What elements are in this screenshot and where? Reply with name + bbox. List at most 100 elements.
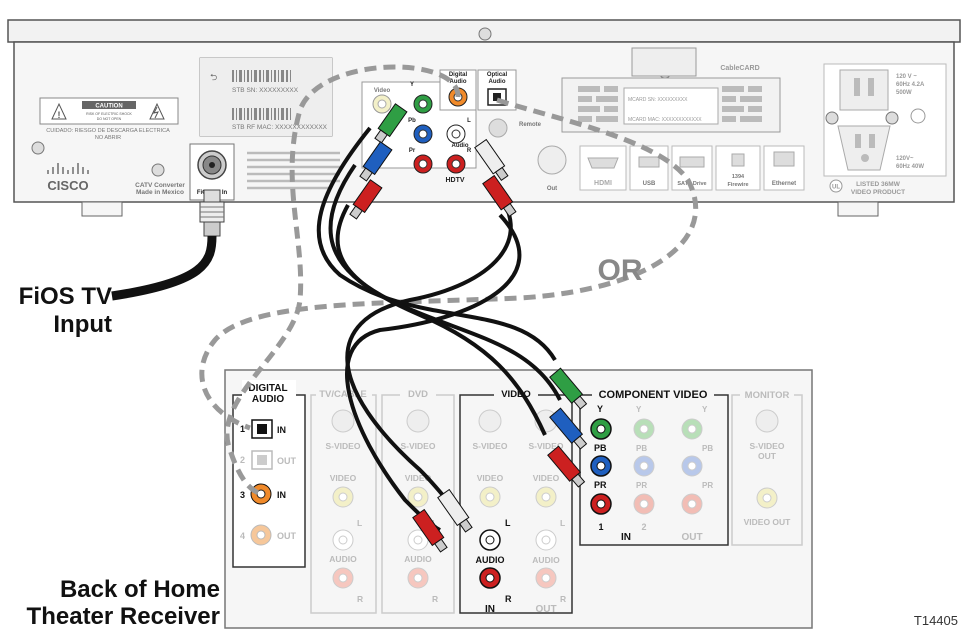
ground-icon	[911, 109, 925, 123]
svg-text:L: L	[560, 518, 565, 528]
svg-text:L: L	[357, 518, 362, 528]
svg-text:COMPONENT VIDEO: COMPONENT VIDEO	[599, 389, 708, 401]
svg-text:Audio: Audio	[452, 143, 469, 149]
svg-text:PB: PB	[636, 444, 647, 453]
svg-text:AUDIO: AUDIO	[532, 555, 560, 565]
svg-text:60Hz 40W: 60Hz 40W	[896, 164, 924, 170]
svg-text:MCARD SN: XXXXXXXXX: MCARD SN: XXXXXXXXX	[628, 97, 688, 103]
svg-text:PR: PR	[702, 481, 713, 490]
receiver-caption-line2: Theater Receiver	[0, 605, 220, 629]
svg-text:Pr: Pr	[409, 148, 416, 154]
svg-text:R: R	[432, 594, 438, 604]
svg-text:1394: 1394	[732, 174, 745, 180]
stb-optical-audio-port: Optical Audio	[478, 70, 516, 110]
svg-text:MONITOR: MONITOR	[745, 390, 790, 401]
svg-text:RISK OF ELECTRIC SHOCK: RISK OF ELECTRIC SHOCK	[86, 112, 132, 116]
svg-text:500W: 500W	[896, 90, 912, 96]
svg-text:DVD: DVD	[408, 389, 428, 400]
svg-text:VIDEO: VIDEO	[330, 473, 357, 483]
receiver-digital-audio-section: DIGITAL AUDIO 1 IN 2 OUT 3 IN 4 OUT	[233, 380, 305, 567]
or-label: OR	[598, 254, 643, 287]
svg-text:4: 4	[240, 531, 245, 541]
svg-text:Made in Mexico: Made in Mexico	[136, 189, 184, 196]
svg-text:IN: IN	[277, 490, 286, 500]
svg-text:AUDIO: AUDIO	[329, 554, 357, 564]
svg-text:Out: Out	[547, 186, 557, 192]
svg-text:Ethernet: Ethernet	[772, 181, 796, 187]
svg-text:VIDEO OUT: VIDEO OUT	[744, 517, 792, 527]
fios-tv-input-label: FiOS TV Input	[4, 285, 112, 337]
svg-text:R: R	[357, 594, 363, 604]
stb-rf-mac: STB RF MAC: XXXXXXXXXXXX	[232, 124, 328, 131]
svg-text:Firewire: Firewire	[727, 182, 748, 188]
power-section: 120 V ~ 60Hz 4.2A 500W 120V~ 60Hz 40W UL…	[824, 64, 946, 196]
svg-text:60Hz 4.2A: 60Hz 4.2A	[896, 82, 925, 88]
svg-text:DO NOT OPEN: DO NOT OPEN	[97, 117, 122, 121]
svg-text:1: 1	[240, 424, 245, 434]
svg-text:Remote: Remote	[519, 122, 542, 128]
svg-text:UL: UL	[832, 185, 840, 191]
svg-text:2: 2	[641, 522, 646, 532]
svg-text:L: L	[505, 518, 511, 528]
svg-text:MCARD MAC: XXXXXXXXXXXX: MCARD MAC: XXXXXXXXXXXX	[628, 117, 702, 123]
svg-text:Y: Y	[636, 405, 642, 414]
svg-text:CISCO: CISCO	[47, 178, 88, 193]
svg-text:DIGITAL: DIGITAL	[248, 383, 287, 394]
svg-text:PB: PB	[702, 444, 713, 453]
svg-text:Pb: Pb	[408, 118, 416, 124]
svg-text:IN: IN	[485, 604, 495, 615]
svg-text:S-VIDEO: S-VIDEO	[326, 441, 361, 451]
svg-text:R: R	[505, 594, 512, 604]
svg-text:Video: Video	[374, 88, 391, 94]
fios-label-line2: Input	[4, 313, 112, 337]
svg-text:HDTV: HDTV	[445, 177, 464, 184]
svg-text:VIDEO: VIDEO	[533, 473, 560, 483]
svg-text:Optical: Optical	[487, 72, 508, 78]
cuidado-text: CUIDADO: RIESGO DE DESCARGA ELECTRICA	[46, 128, 170, 134]
svg-text:USB: USB	[643, 181, 656, 187]
svg-text:OUT: OUT	[277, 531, 297, 541]
svg-text:HDMI: HDMI	[594, 180, 612, 187]
home-theater-receiver: DIGITAL AUDIO 1 IN 2 OUT 3 IN 4 OUT TV/C…	[225, 370, 812, 628]
figure-id: T14405	[914, 613, 958, 628]
svg-text:R: R	[560, 594, 566, 604]
svg-text:LISTED 36MW: LISTED 36MW	[856, 181, 901, 188]
svg-text:Y: Y	[597, 404, 603, 414]
svg-text:Audio: Audio	[489, 79, 506, 85]
svg-text:IN: IN	[621, 532, 631, 543]
svg-text:1: 1	[598, 522, 603, 532]
svg-text:AUDIO: AUDIO	[252, 394, 284, 405]
svg-text:OUT: OUT	[681, 532, 702, 543]
svg-text:VIDEO PRODUCT: VIDEO PRODUCT	[851, 189, 905, 196]
svg-text:S-VIDEO: S-VIDEO	[401, 441, 436, 451]
svg-text:IN: IN	[277, 425, 286, 435]
receiver-caption: Back of Home Theater Receiver	[0, 578, 220, 629]
svg-text:Audio: Audio	[450, 79, 467, 85]
svg-text:VIDEO: VIDEO	[477, 473, 504, 483]
svg-text:NO ABRIR: NO ABRIR	[95, 135, 121, 141]
svg-text:!: !	[58, 110, 61, 120]
svg-text:PR: PR	[594, 480, 607, 490]
svg-text:2: 2	[240, 455, 245, 465]
svg-text:OUT: OUT	[758, 451, 777, 461]
caution-title: CAUTION	[95, 104, 122, 110]
svg-text:AUDIO: AUDIO	[404, 554, 432, 564]
svg-text:Y: Y	[702, 405, 708, 414]
stb-serial-label: ⮌ STB SN: XXXXXXXXX STB RF MAC	[200, 58, 332, 136]
set-top-box: CAUTION RISK OF ELECTRIC SHOCK DO NOT OP…	[8, 20, 960, 216]
svg-text:120V~: 120V~	[896, 156, 914, 162]
svg-text:AUDIO: AUDIO	[476, 555, 505, 565]
svg-text:S-VIDEO: S-VIDEO	[473, 441, 508, 451]
fios-coax-cable	[112, 190, 224, 296]
svg-text:L: L	[467, 118, 471, 124]
stb-sn: STB SN: XXXXXXXXX	[232, 87, 299, 94]
svg-text:S-VIDEO: S-VIDEO	[750, 441, 785, 451]
svg-text:PB: PB	[594, 443, 607, 453]
svg-text:PR: PR	[636, 481, 647, 490]
svg-text:Y: Y	[410, 82, 414, 88]
svg-text:OUT: OUT	[277, 456, 297, 466]
svg-text:CableCARD: CableCARD	[720, 65, 759, 72]
receiver-caption-line1: Back of Home	[0, 578, 220, 602]
fios-label-line1: FiOS TV	[4, 285, 112, 309]
